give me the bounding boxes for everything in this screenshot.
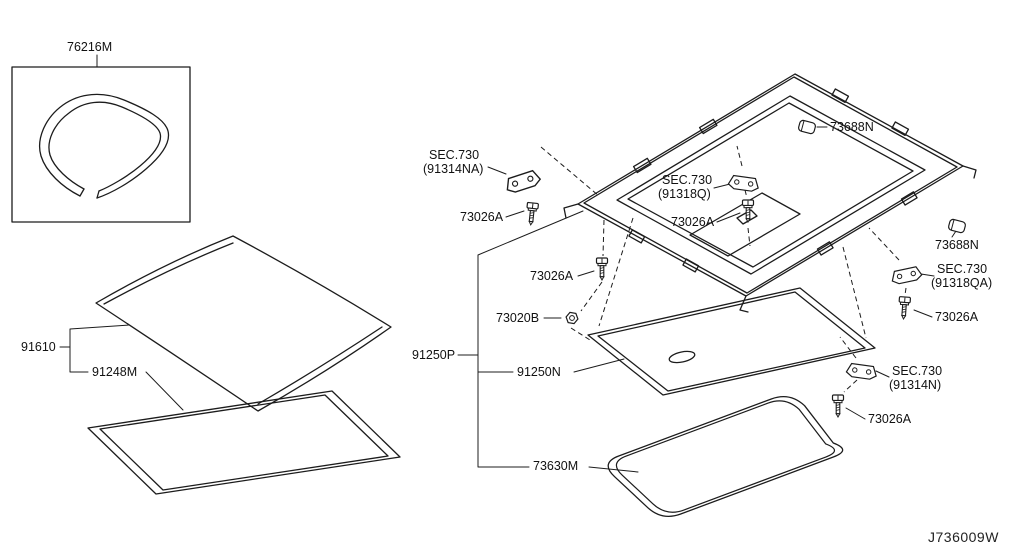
sec730-bracket-icon: [889, 265, 924, 286]
label-sec730-4: SEC.730: [892, 364, 942, 378]
diagram-code: J736009W: [928, 529, 999, 545]
clip-icon: [797, 119, 817, 135]
label-73688N-1: 73688N: [830, 120, 874, 134]
label-91250P: 91250P: [412, 348, 455, 362]
label-sec730-2: SEC.730: [662, 173, 712, 187]
sec730-bracket-icon: [727, 174, 761, 193]
label-73026A-3: 73026A: [530, 269, 574, 283]
label-91610: 91610: [21, 340, 56, 354]
label-sec730-1: SEC.730: [429, 148, 479, 162]
label-91318Q: (91318Q): [658, 187, 711, 201]
label-73020B: 73020B: [496, 311, 539, 325]
roof-seal-drawing: [607, 396, 844, 517]
sec730-bracket-icon: [503, 168, 543, 195]
label-73026A-1: 73026A: [460, 210, 504, 224]
label-73026A-4: 73026A: [935, 310, 979, 324]
label-91314N: (91314N): [889, 378, 941, 392]
sunshade-drawing: [587, 287, 876, 396]
leader-lines: [59, 54, 957, 473]
label-91248M: 91248M: [92, 365, 137, 379]
label-91318QA: (91318QA): [931, 276, 992, 290]
glass-weatherstrip-drawing: [87, 390, 401, 495]
label-sec730-3: SEC.730: [937, 262, 987, 276]
label-73688N-2: 73688N: [935, 238, 979, 252]
label-73026A-5: 73026A: [868, 412, 912, 426]
bolt-icon: [897, 296, 912, 320]
bolt-icon: [524, 201, 540, 227]
sec730-bracket-icon: [845, 362, 879, 381]
bolt-icon: [831, 394, 845, 418]
glass-panel-drawing: [95, 235, 392, 412]
label-91314NA: (91314NA): [423, 162, 483, 176]
assembly-dashed-lines: [540, 145, 907, 393]
nut-icon: [564, 311, 580, 325]
label-73026A-2: 73026A: [671, 215, 715, 229]
bolt-icon: [595, 257, 609, 281]
seal-strip-inset-drawing: [11, 66, 191, 223]
label-76216M: 76216M: [67, 40, 112, 54]
label-91250N: 91250N: [517, 365, 561, 379]
label-73630M: 73630M: [533, 459, 578, 473]
clip-icon: [947, 218, 967, 234]
